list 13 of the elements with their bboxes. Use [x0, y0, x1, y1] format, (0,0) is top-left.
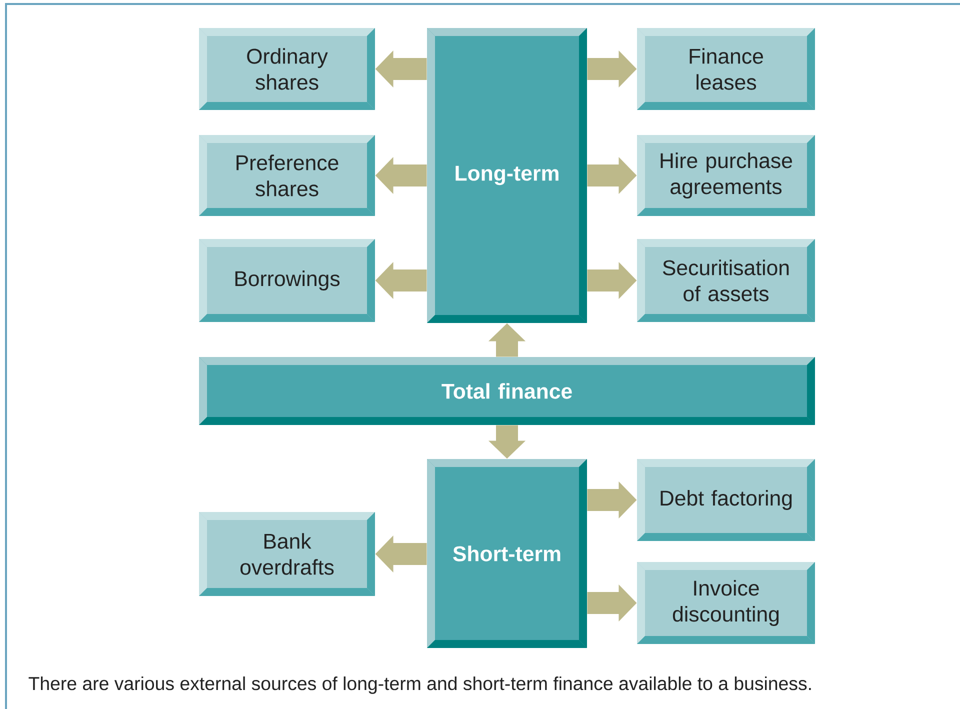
finance-box: Finance leases	[637, 28, 815, 110]
finance-box: Invoice discounting	[637, 562, 815, 644]
source-box: Short-term	[427, 459, 587, 648]
caption: There are various external sources of long-term and short-term finance available to a business.	[28, 676, 811, 694]
finance-box: Bank overdrafts	[199, 512, 375, 596]
finance-box: Ordinary shares	[199, 28, 375, 110]
source-box: Long-term	[427, 28, 587, 323]
finance-box: Borrowings	[199, 239, 375, 322]
finance-box: Preference shares	[199, 135, 375, 216]
finance-box: Securitisation of assets	[637, 239, 815, 322]
finance-box: Hire purchase agreements	[637, 135, 815, 216]
source-box: Total finance	[199, 357, 815, 425]
finance-box: Debt factoring	[637, 459, 815, 541]
